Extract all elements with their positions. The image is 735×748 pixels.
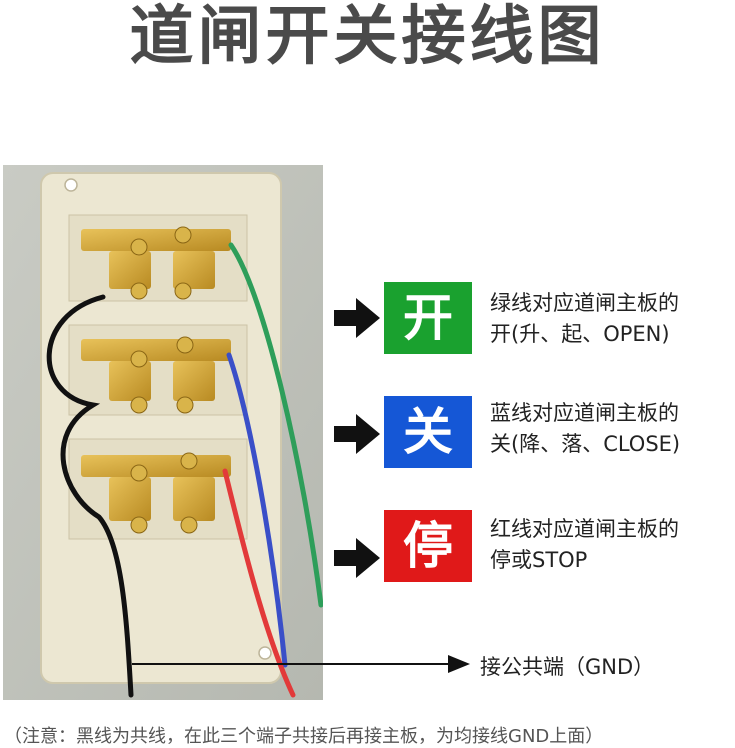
page-title: 道闸开关接线图 (129, 0, 606, 74)
switch-photo (3, 165, 323, 700)
stop-badge: 停 (384, 510, 472, 582)
open-badge: 开 (384, 282, 472, 354)
footnote: （注意：黑线为共线，在此三个端子共接后再接主板，为均接线GND上面） (4, 726, 604, 747)
terminal-block-open (68, 214, 248, 302)
gnd-label: 接公共端（GND） (480, 655, 655, 679)
stop-description-line2: 停或STOP (490, 548, 588, 572)
arrow-right-icon (334, 538, 380, 578)
gnd-arrow-head-icon (448, 655, 470, 673)
stop-description-line1: 红线对应道闸主板的 (490, 517, 679, 541)
open-description: 绿线对应道闸主板的 开(升、起、OPEN) (490, 288, 730, 350)
mount-hole (64, 178, 78, 192)
stop-description: 红线对应道闸主板的 停或STOP (490, 514, 730, 576)
red-wire (222, 468, 296, 698)
arrow-right-icon (334, 414, 380, 454)
open-description-line1: 绿线对应道闸主板的 (490, 291, 679, 315)
terminal-block-stop (68, 438, 248, 540)
green-wire (228, 242, 323, 608)
close-description-line1: 蓝线对应道闸主板的 (490, 401, 679, 425)
black-wire (46, 294, 134, 698)
close-description: 蓝线对应道闸主板的 关(降、落、CLOSE) (490, 398, 730, 460)
open-description-line2: 开(升、起、OPEN) (490, 322, 670, 346)
blue-wire (226, 352, 288, 668)
close-badge: 关 (384, 396, 472, 468)
gnd-pointer-line (132, 663, 452, 665)
close-description-line2: 关(降、落、CLOSE) (490, 432, 681, 456)
mount-hole (258, 646, 272, 660)
terminal-block-close (68, 324, 248, 416)
arrow-right-icon (334, 298, 380, 338)
